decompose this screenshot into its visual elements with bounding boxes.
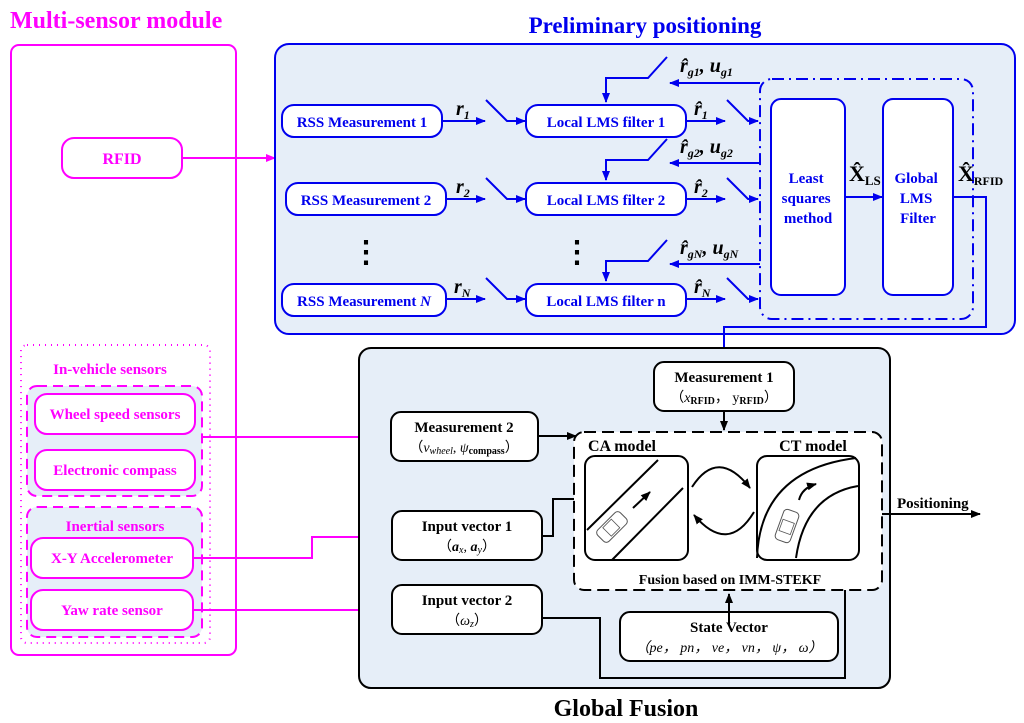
global-fusion-title: Global Fusion (554, 696, 699, 722)
multi-sensor-title: Multi-sensor module (10, 8, 223, 34)
rhat1-label: r̂1 (694, 98, 708, 122)
rhat2-label: r̂2 (694, 176, 708, 200)
filter-ellipsis: ⋮ (562, 236, 592, 269)
ca-model-title: CA model (588, 438, 657, 455)
input-vector-2-title: Input vector 2 (422, 593, 513, 609)
ca-direction-arrow (632, 491, 651, 509)
global-lms-label: Global LMS Filter (894, 171, 941, 227)
switch-2 (485, 177, 526, 203)
feedback-n-switch (602, 239, 668, 282)
ca-model-box[interactable] (584, 455, 689, 561)
state-vector-title: State Vector (690, 620, 768, 636)
measurement-2-formula: （vwheel, ψcompass） (409, 440, 518, 457)
input-vector-1-title: Input vector 1 (422, 519, 513, 535)
global-fusion: Global Fusion Measurement 1 （xRFID， yRFI… (358, 347, 981, 722)
switch-nb (726, 277, 759, 303)
measurement-1-formula: （xRFID， yRFID） (670, 390, 778, 407)
x-ls-label: X̂LS (849, 161, 881, 188)
input2-to-ct-arrow (542, 564, 849, 679)
measurement-2-title: Measurement 2 (414, 420, 513, 436)
switch-2b (726, 177, 759, 203)
input1-to-ca-arrow (542, 495, 585, 537)
electronic-compass-label: Electronic compass (53, 463, 177, 479)
accelerometer-label: X-Y Accelerometer (51, 551, 173, 567)
ct-road-edge (795, 485, 859, 559)
positioning-label: Positioning (897, 496, 969, 512)
local-lms-filter-2-label: Local LMS filter 2 (547, 193, 665, 209)
in-vehicle-title: In-vehicle sensors (53, 362, 167, 378)
input-vector-1-formula: （ax, ay） (438, 539, 496, 556)
preliminary-positioning: Preliminary positioning Least squares me… (274, 13, 1016, 363)
electronic-compass-box[interactable] (34, 449, 196, 491)
measurement-1-title: Measurement 1 (674, 370, 773, 386)
inertial-title: Inertial sensors (66, 519, 165, 535)
rss-measurement-1-label: RSS Measurement 1 (297, 115, 428, 131)
ct-road-edge (756, 457, 857, 559)
multi-sensor-module: Multi-sensor module RFID In-vehicle sens… (10, 8, 387, 656)
rss-measurement-2-label: RSS Measurement 2 (301, 193, 432, 209)
wheel-speed-label: Wheel speed sensors (50, 407, 181, 423)
input-vector-2-formula: （ωz） (446, 613, 488, 630)
global-estimation-group (759, 78, 974, 320)
local-lms-filter-n-label: Local LMS filter n (546, 294, 666, 310)
ca-road-edge (586, 459, 659, 531)
imm-stekf-label: Fusion based on IMM-STEKF (639, 573, 821, 588)
ct-model-title: CT model (779, 438, 847, 455)
r2-label: r2 (456, 176, 470, 200)
multi-sensor-frame (10, 44, 237, 656)
preliminary-title: Preliminary positioning (529, 13, 762, 38)
switch-n (485, 277, 526, 303)
sensors-dotted-group (20, 344, 211, 644)
wheel-speed-box[interactable] (34, 393, 196, 435)
rfid-label: RFID (102, 151, 141, 168)
feedback-2-switch (602, 138, 668, 181)
least-squares-label: Least squares method (782, 171, 835, 227)
x-rfid-label: X̂RFID (958, 161, 1004, 188)
accelerometer-to-input1-arrow (193, 533, 386, 559)
switch-1 (485, 99, 526, 125)
car-icon (596, 511, 628, 543)
rfid-estimate-to-measurement1-arrow (720, 196, 987, 363)
feedback-1-label: r̂g1, ug1 (680, 55, 733, 79)
local-lms-filter-1-label: Local LMS filter 1 (547, 115, 665, 131)
feedback-n-label: r̂gN, ugN (680, 237, 740, 261)
input-vector-2-box[interactable] (391, 584, 543, 635)
r1-label: r1 (456, 98, 470, 122)
rhatn-label: r̂N (694, 276, 712, 300)
feedback-1-switch (602, 56, 668, 103)
feedback-2-label: r̂g2, ug2 (680, 136, 733, 160)
ct-direction-arrow (798, 482, 817, 501)
ct-to-ca-arrow (693, 511, 755, 536)
ca-to-ct-arrow (691, 466, 751, 489)
ct-model-box[interactable] (756, 455, 860, 561)
state-vector-components: （pe， pn， ve， vn， ψ， ω） (636, 640, 823, 656)
ca-road-edge (611, 487, 684, 561)
switch-1b (726, 99, 759, 125)
car-icon (774, 508, 800, 544)
rn-label: rN (454, 276, 472, 300)
rss-measurement-n-label: RSS Measurement N (297, 294, 432, 310)
rss-ellipsis: ⋮ (351, 236, 381, 269)
yaw-rate-label: Yaw rate sensor (61, 603, 163, 619)
